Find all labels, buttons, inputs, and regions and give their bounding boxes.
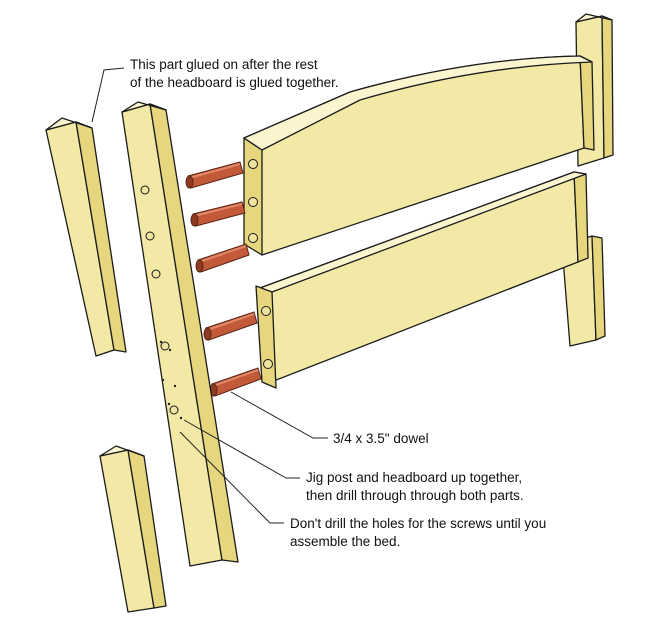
post-screw-mark bbox=[161, 378, 165, 382]
post-dowel-hole-4 bbox=[160, 341, 170, 351]
post-screw-mark bbox=[167, 402, 171, 406]
leader-jig bbox=[183, 419, 300, 479]
lower-headboard-rail bbox=[255, 171, 589, 389]
post-dowel-hole-1 bbox=[140, 185, 150, 195]
top-panel-top-edge bbox=[243, 55, 593, 151]
dowels bbox=[185, 161, 262, 397]
annotation-screws-line2: assemble the bed. bbox=[290, 534, 400, 549]
leader-screws bbox=[179, 431, 284, 524]
right-post-lower-side bbox=[591, 235, 606, 341]
lower-rail-dowel-hole-1 bbox=[261, 306, 271, 316]
left-post bbox=[121, 101, 239, 567]
dowel-1 bbox=[185, 161, 244, 189]
cap-piece-top bbox=[45, 117, 93, 131]
top-headboard-panel bbox=[243, 55, 595, 256]
top-panel-dowel-hole-3 bbox=[248, 233, 258, 243]
post-dowel-hole-3 bbox=[151, 269, 161, 279]
lower-rail-dowel-hole-2 bbox=[263, 359, 273, 369]
top-panel-dowel-hole-1 bbox=[248, 159, 258, 169]
leg-piece-top bbox=[99, 445, 145, 457]
dowel-3 bbox=[195, 243, 250, 273]
post-screw-mark bbox=[179, 416, 183, 420]
dowel-5 bbox=[209, 367, 262, 397]
annotation-screws-line1: Don't drill the holes for the screws unt… bbox=[290, 516, 546, 531]
right-post-upper-side bbox=[601, 15, 614, 159]
dowel-4 bbox=[203, 311, 258, 341]
right-post-top bbox=[575, 13, 613, 23]
annotation-glued-part-line1: This part glued on after the rest bbox=[130, 57, 318, 72]
post-screw-mark bbox=[159, 340, 163, 344]
leader-dowel bbox=[230, 391, 328, 439]
post-screw-mark bbox=[173, 384, 177, 388]
left-post-top bbox=[121, 101, 167, 113]
annotation-jig-line1: Jig post and headboard up together, bbox=[306, 470, 522, 485]
glued-on-cap-piece bbox=[45, 117, 127, 357]
lower-leg-piece bbox=[99, 445, 167, 613]
post-dowel-hole-5 bbox=[169, 405, 179, 415]
dowel-2 bbox=[190, 201, 246, 227]
leader-glued-part bbox=[91, 67, 125, 123]
top-panel-dowel-hole-2 bbox=[248, 197, 258, 207]
annotation-jig-line2: then drill through through both parts. bbox=[306, 488, 524, 503]
annotation-glued-part-line2: of the headboard is glued together. bbox=[130, 75, 339, 90]
post-screw-mark bbox=[168, 348, 172, 352]
post-dowel-hole-2 bbox=[145, 231, 155, 241]
annotation-dowel: 3/4 x 3.5" dowel bbox=[333, 431, 429, 446]
